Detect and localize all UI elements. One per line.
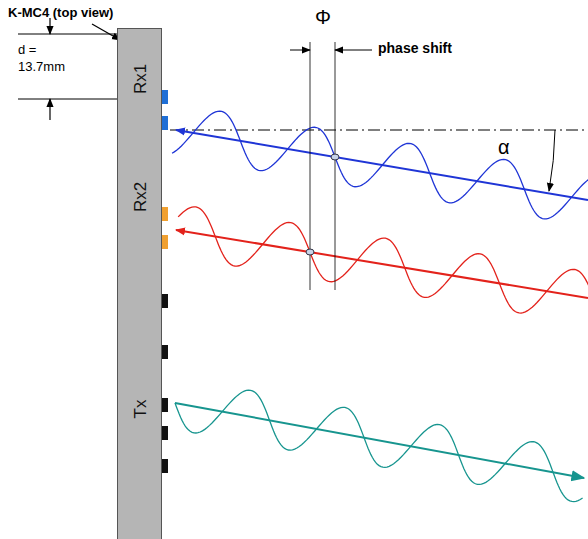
phase-dot: [331, 154, 339, 160]
tx-patch: [162, 345, 168, 359]
dimension-label: d =: [18, 42, 36, 57]
phase-arrow: [335, 50, 372, 51]
dimension-value: 13.7mm: [18, 59, 65, 74]
wave: [172, 111, 588, 219]
circuit-board: Rx1Rx2Tx: [117, 28, 162, 539]
antenna-label: Rx1: [131, 64, 151, 94]
phase-arrow: [290, 50, 310, 51]
dimension-line: [18, 34, 117, 35]
board-title: K-MC4 (top view): [8, 5, 113, 20]
dimension-arrow: [49, 18, 50, 34]
tx-patch: [162, 398, 168, 412]
tx-patch: [162, 459, 168, 473]
antenna-label: Rx2: [131, 182, 151, 212]
wave: [175, 390, 583, 501]
rx2-patch: [162, 207, 168, 221]
phase-dot: [306, 249, 314, 255]
reference-line: [170, 130, 588, 131]
angle-symbol: α: [498, 136, 510, 159]
antenna-label: Tx: [131, 400, 151, 419]
wave: [178, 207, 588, 313]
tx-ray: [175, 403, 584, 478]
leader-line: [92, 24, 120, 40]
phase-label: phase shift: [378, 40, 452, 56]
phase-symbol: Φ: [315, 6, 331, 29]
dimension-line: [18, 99, 117, 100]
angle-arc: [549, 130, 555, 191]
tx-patch: [162, 426, 168, 440]
rx2-ray: [176, 230, 588, 298]
tx-patch: [162, 294, 168, 308]
rx1-patch: [162, 116, 168, 130]
phase-line: [335, 42, 336, 290]
dimension-arrow: [49, 99, 50, 120]
rx2-patch: [162, 235, 168, 249]
rx1-patch: [162, 90, 168, 104]
